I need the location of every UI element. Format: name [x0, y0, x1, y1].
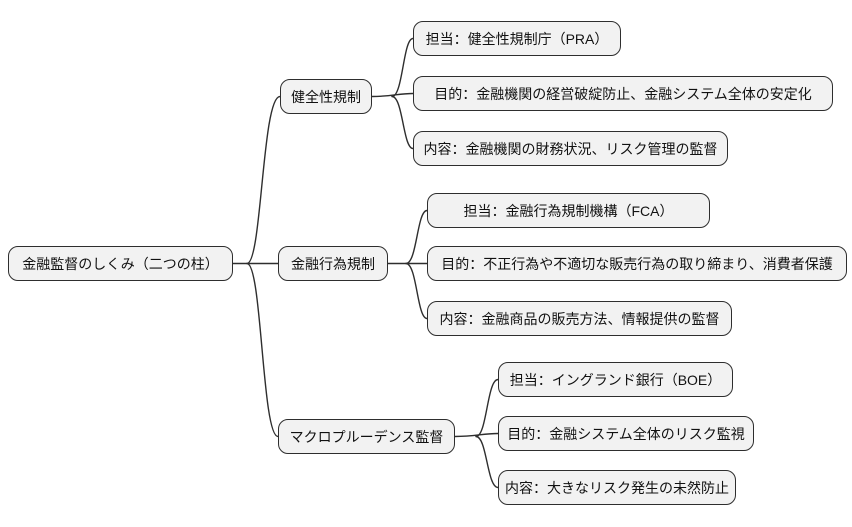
- leaf-node-prudential-content: 内容：金融機関の財務状況、リスク管理の監督: [413, 131, 728, 166]
- branch-node-conduct-regulation: 金融行為規制: [278, 246, 388, 281]
- leaf-node-macroprudential-content: 内容：大きなリスク発生の未然防止: [498, 470, 736, 505]
- leaf-node-macroprudential-purpose: 目的：金融システム全体のリスク監視: [498, 416, 754, 451]
- edge-macroprudential-to-responsible: [475, 378, 499, 438]
- leaf-node-prudential-responsible: 担当：健全性規制庁（PRA）: [413, 21, 621, 56]
- edge-conduct-to-content: [405, 262, 428, 320]
- leaf-node-macroprudential-responsible: 担当：イングランド銀行（BOE）: [498, 362, 733, 397]
- edge-macroprudential-to-content: [475, 435, 499, 489]
- edge-conduct-to-responsible: [405, 209, 428, 265]
- branch-node-prudential-regulation: 健全性規制: [280, 79, 372, 114]
- root-node: 金融監督のしくみ（二つの柱）: [8, 246, 233, 281]
- leaf-node-conduct-purpose: 目的：不正行為や不適切な販売行為の取り締まり、消費者保護: [427, 246, 847, 281]
- edge-prudential-to-responsible: [391, 37, 414, 98]
- branch-node-macroprudential-supervision: マクロプルーデンス監督: [278, 419, 455, 454]
- edge-prudential-to-content: [391, 95, 414, 150]
- leaf-node-conduct-responsible: 担当：金融行為規制機構（FCA）: [427, 193, 710, 228]
- leaf-node-conduct-content: 内容：金融商品の販売方法、情報提供の監督: [427, 301, 732, 336]
- edge-root-to-branch-macroprudential: [246, 262, 279, 438]
- edge-root-to-branch-prudential: [246, 95, 281, 265]
- leaf-node-prudential-purpose: 目的：金融機関の経営破綻防止、金融システム全体の安定化: [413, 76, 833, 111]
